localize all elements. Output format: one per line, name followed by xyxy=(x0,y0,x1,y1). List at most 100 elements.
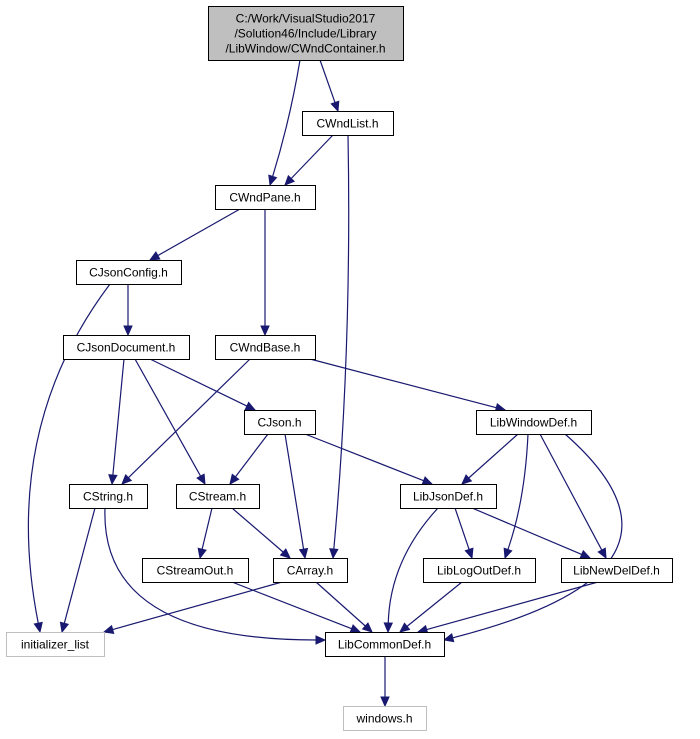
edge-line xyxy=(128,358,251,479)
edge-line xyxy=(452,433,623,639)
node-cjsondocument[interactable]: CJsonDocument.h xyxy=(63,335,190,360)
node-box xyxy=(215,185,316,210)
arrow-head-icon xyxy=(597,547,607,560)
edge-cjsonconfig-to-initializer_list xyxy=(27,283,111,634)
node-cstreamout[interactable]: CStreamOut.h xyxy=(142,558,249,583)
arrow-head-icon xyxy=(33,621,43,634)
edge-cstring-to-libcommondef xyxy=(104,507,327,645)
node-label: LibCommonDef.h xyxy=(338,638,431,652)
edge-cjson-to-libjsondef xyxy=(304,433,434,485)
edge-libwindowdef-to-liblogoutdef xyxy=(503,433,529,560)
node-label: CStreamOut.h xyxy=(157,564,234,578)
edge-libcommondef-to-windows xyxy=(380,656,390,708)
node-root[interactable]: C:/Work/VisualStudio2017/Solution46/Incl… xyxy=(208,6,404,61)
node-initializer_list: initializer_list xyxy=(6,632,105,657)
node-liblogoutdef[interactable]: LibLogOutDef.h xyxy=(423,558,536,583)
arrow-head-icon xyxy=(148,251,161,261)
node-label: CArray.h xyxy=(287,564,333,578)
arrow-head-icon xyxy=(123,325,133,337)
arrow-head-icon xyxy=(108,474,118,486)
edge-line xyxy=(471,507,582,556)
edge-line xyxy=(272,59,301,177)
edge-cstream-to-carray xyxy=(231,507,291,559)
node-box xyxy=(561,558,673,583)
node-cjson[interactable]: CJson.h xyxy=(244,410,316,435)
node-cstring[interactable]: CString.h xyxy=(69,484,148,509)
arrow-head-icon xyxy=(349,624,362,633)
node-label: CWndList.h xyxy=(316,117,378,131)
edge-line xyxy=(284,433,305,550)
arrow-head-icon xyxy=(59,621,70,634)
edge-root-to-cwndlist xyxy=(319,59,340,113)
edge-line xyxy=(201,507,213,550)
edge-line xyxy=(112,358,125,476)
node-box xyxy=(208,6,404,61)
edge-carray-to-initializer_list xyxy=(102,581,283,635)
edge-cstream-to-cstreamout xyxy=(197,507,213,560)
edge-root-to-cwndpane xyxy=(268,59,301,187)
node-libcommondef[interactable]: LibCommonDef.h xyxy=(325,632,445,657)
arrow-head-icon xyxy=(244,401,257,411)
node-box xyxy=(476,410,592,435)
node-label: CJson.h xyxy=(257,416,301,430)
edge-cwndbase-to-cstring xyxy=(121,358,251,485)
node-label: /LibWindow/CWndContainer.h xyxy=(225,42,385,56)
edge-line xyxy=(507,433,529,550)
edge-line xyxy=(290,134,334,179)
edge-libjsondef-to-libnewdeldef xyxy=(471,507,592,559)
arrow-head-icon xyxy=(315,635,327,645)
node-cwndlist[interactable]: CWndList.h xyxy=(302,111,394,136)
edge-line xyxy=(426,581,599,631)
node-cjsonconfig[interactable]: CJsonConfig.h xyxy=(76,260,182,285)
node-libnewdeldef[interactable]: LibNewDelDef.h xyxy=(561,558,673,583)
arrow-head-icon xyxy=(196,473,206,486)
node-label: CWndPane.h xyxy=(229,191,300,205)
arrow-head-icon xyxy=(284,174,296,186)
edge-libwindowdef-to-libnewdeldef xyxy=(539,433,607,560)
edge-line xyxy=(406,581,463,627)
edge-libjsondef-to-liblogoutdef xyxy=(454,507,474,560)
arrow-head-icon xyxy=(298,547,309,560)
edge-cwndpane-to-cjsonconfig xyxy=(148,208,241,261)
node-libwindowdef[interactable]: LibWindowDef.h xyxy=(476,410,592,435)
node-box xyxy=(423,558,536,583)
arrow-head-icon xyxy=(279,548,291,559)
nodes-layer: C:/Work/VisualStudio2017/Solution46/Incl… xyxy=(6,6,673,731)
edge-line xyxy=(304,433,424,482)
node-libjsondef[interactable]: LibJsonDef.h xyxy=(400,484,497,509)
node-label: CWndBase.h xyxy=(230,341,301,355)
edge-libjsondef-to-libcommondef xyxy=(383,507,439,634)
edge-cstring-to-initializer_list xyxy=(59,507,96,634)
arrow-head-icon xyxy=(464,547,474,560)
arrow-head-icon xyxy=(229,473,240,485)
arrow-head-icon xyxy=(579,549,592,559)
node-box xyxy=(76,260,182,285)
arrow-head-icon xyxy=(260,325,270,337)
edge-line xyxy=(104,507,317,641)
edge-cjsonconfig-to-cjsondocument xyxy=(123,284,133,337)
edge-cjson-to-carray xyxy=(284,433,309,560)
arrow-head-icon xyxy=(329,548,339,560)
edge-liblogoutdef-to-libcommondef xyxy=(399,581,463,633)
node-cwndbase[interactable]: CWndBase.h xyxy=(215,335,316,360)
node-box xyxy=(244,410,316,435)
node-cwndpane[interactable]: CWndPane.h xyxy=(215,185,316,210)
edge-libnewdeldef-to-libcommondef xyxy=(416,581,599,635)
edge-cjsondocument-to-cstream xyxy=(134,358,206,486)
arrow-head-icon xyxy=(268,174,278,187)
edge-cwndlist-to-carray xyxy=(329,134,350,560)
node-cstream[interactable]: CStream.h xyxy=(176,484,260,509)
node-label: LibJsonDef.h xyxy=(413,490,483,504)
node-carray[interactable]: CArray.h xyxy=(273,558,348,583)
edge-libwindowdef-to-libjsondef xyxy=(461,433,519,485)
node-label: CString.h xyxy=(83,490,133,504)
edge-line xyxy=(315,581,366,627)
edge-line xyxy=(468,433,519,479)
node-box xyxy=(400,484,497,509)
node-box xyxy=(273,558,348,583)
edge-line xyxy=(454,507,470,550)
arrow-head-icon xyxy=(399,622,411,633)
edge-line xyxy=(157,208,241,257)
node-windows: windows.h xyxy=(343,706,427,731)
